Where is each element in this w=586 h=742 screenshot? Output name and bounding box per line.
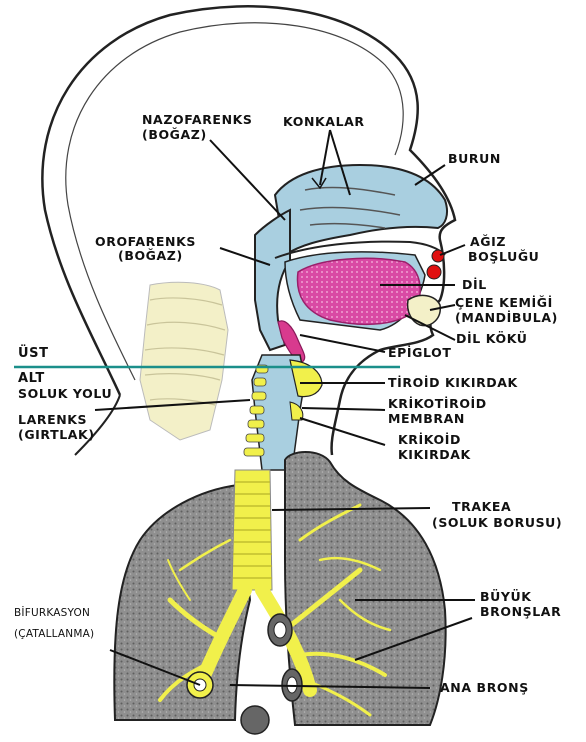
label-boslugu: BOŞLUĞU — [468, 250, 539, 264]
label-anabrons: ANA BRONŞ — [440, 681, 529, 695]
label-alt: ALT — [18, 372, 45, 386]
label-catallanma: (ÇATALLANMA) — [14, 627, 94, 641]
label-orofarenks-sub: (BOĞAZ) — [118, 249, 183, 263]
label-girtlak: (GIRTLAK) — [18, 428, 95, 442]
label-dilkoku: DİL KÖKÜ — [456, 332, 528, 346]
label-trakea: TRAKEA — [452, 500, 511, 514]
lip-lower — [427, 265, 441, 279]
label-kikirdak: KIKIRDAK — [398, 448, 471, 462]
label-dil: DİL — [462, 278, 487, 292]
label-krikoid: KRİKOİD — [398, 433, 461, 447]
label-tiroid: TİROİD KIKIRDAK — [388, 376, 518, 390]
vessel-section-3 — [241, 706, 269, 734]
label-bronslar: BRONŞLAR — [480, 605, 561, 619]
label-larenks: LARENKS — [18, 413, 87, 427]
label-solukyolu: SOLUK YOLU — [18, 387, 112, 401]
lung-left — [114, 485, 250, 720]
label-agiz: AĞIZ — [470, 235, 506, 249]
label-orofarenks: OROFARENKS — [95, 235, 196, 249]
tongue — [297, 258, 420, 324]
label-ust: ÜST — [18, 347, 49, 361]
label-nazofarenks: NAZOFARENKS — [142, 113, 253, 127]
spine — [140, 282, 228, 440]
label-buyuk: BÜYÜK — [480, 590, 532, 604]
label-cene: ÇENE KEMİĞİ — [455, 296, 553, 310]
label-konkalar: KONKALAR — [283, 115, 365, 129]
lip-upper — [432, 250, 444, 262]
label-trakea-sub: (SOLUK BORUSU) — [432, 516, 562, 530]
label-nazofarenks-sub: (BOĞAZ) — [142, 128, 207, 142]
label-krikotiroid: KRİKOTİROİD — [388, 397, 487, 411]
label-epiglot: EPİGLOT — [388, 346, 451, 360]
mandible — [408, 295, 441, 325]
label-bifurkasyon: BİFURKASYON — [14, 606, 90, 620]
label-mandibula: (MANDİBULA) — [455, 311, 558, 325]
label-membran: MEMBRAN — [388, 412, 465, 426]
label-burun: BURUN — [448, 152, 501, 166]
